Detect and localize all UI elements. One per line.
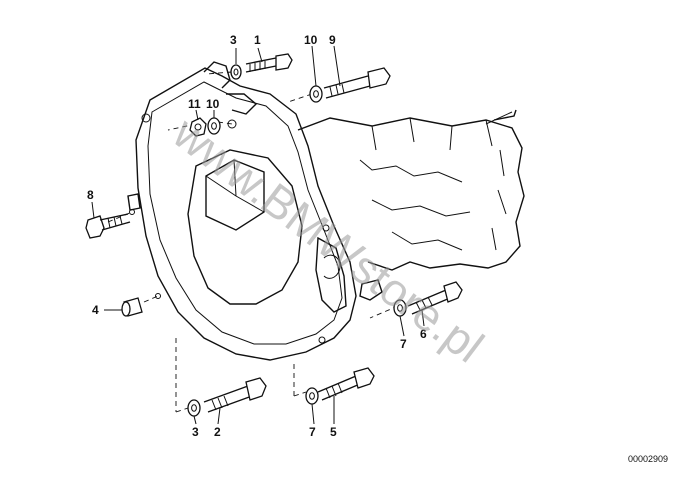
- washer-3-top: [230, 64, 242, 80]
- leader-lines: [91, 45, 425, 425]
- dowel-4: [121, 297, 143, 317]
- label-part-10-mid: 10: [206, 97, 220, 111]
- label-part-10-top: 10: [304, 33, 318, 47]
- label-part-3-bottom: 3: [192, 425, 199, 439]
- label-part-7-bottom: 7: [309, 425, 316, 439]
- label-part-5: 5: [330, 425, 337, 439]
- label-part-2: 2: [214, 425, 221, 439]
- watermark: www.BMWstore.pl: [163, 106, 493, 373]
- washer-7-bottom: [305, 387, 319, 405]
- label-part-11: 11: [188, 97, 201, 111]
- image-code: 00002909: [628, 454, 668, 464]
- label-part-6: 6: [420, 327, 427, 341]
- washer-3-bottom: [187, 399, 201, 417]
- label-part-7-right: 7: [400, 337, 407, 351]
- bell-housing: [127, 61, 383, 361]
- bolt-9: [323, 67, 391, 99]
- label-part-8: 8: [87, 188, 94, 202]
- label-part-9: 9: [329, 33, 336, 47]
- label-part-1: 1: [254, 33, 261, 47]
- bolt-5: [317, 367, 375, 401]
- bolt-6: [407, 281, 463, 315]
- washer-10-top: [309, 85, 323, 103]
- nut-11: [189, 117, 207, 137]
- gearbox-body: [297, 109, 525, 271]
- part-labels: 3 1 10 9 11 10 8 4 7 6 3 2 7 5: [87, 33, 427, 439]
- label-part-4: 4: [92, 303, 99, 317]
- label-part-3-top: 3: [230, 33, 237, 47]
- bolt-1: [245, 53, 293, 73]
- bolt-2: [203, 377, 267, 413]
- washer-7-right: [393, 299, 407, 317]
- bolt-8: [85, 213, 131, 239]
- washer-10-mid: [207, 117, 221, 135]
